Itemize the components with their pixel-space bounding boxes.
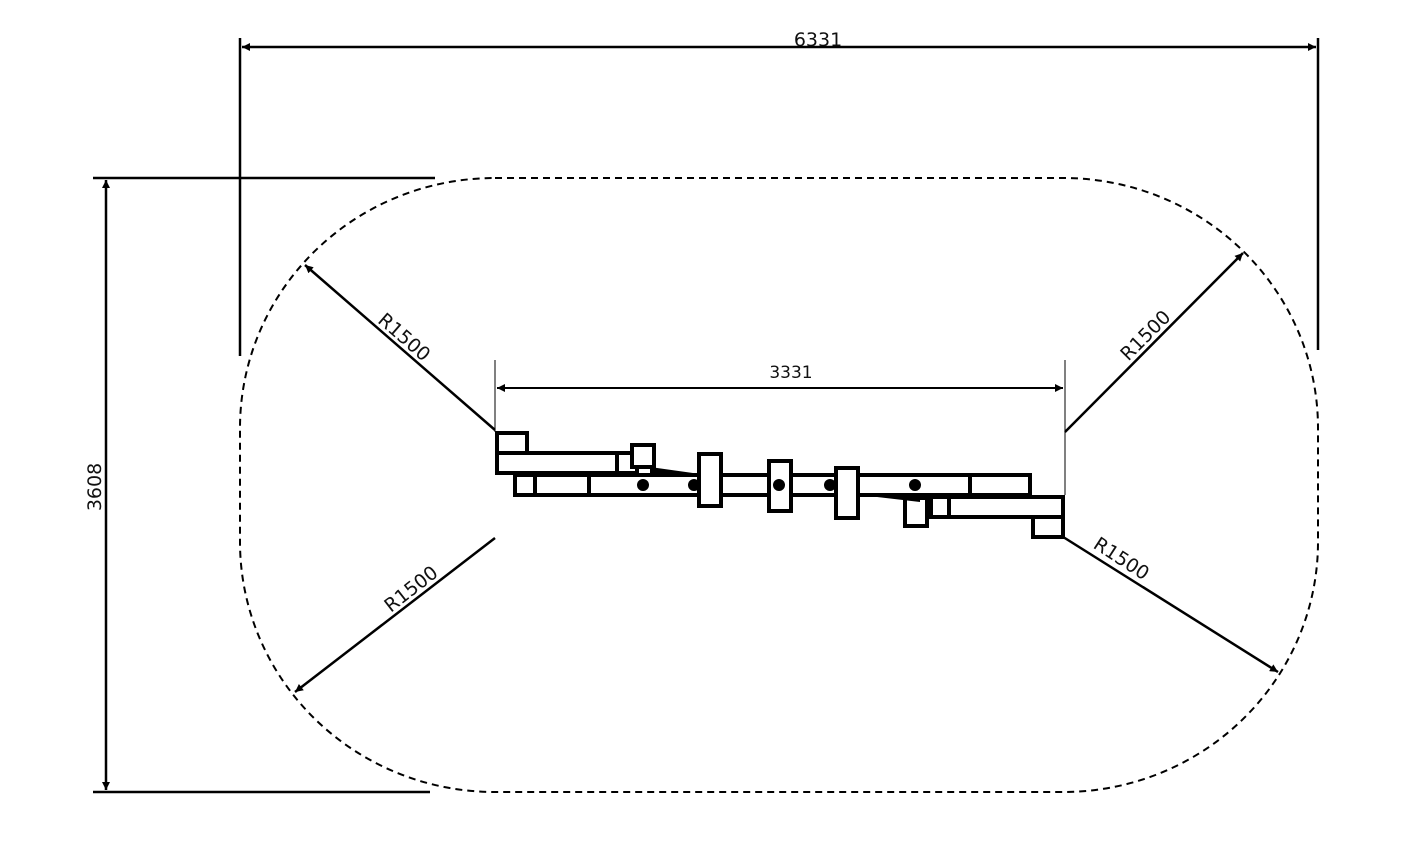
equipment-top-view	[495, 431, 1065, 539]
overall-height-dimension: 3608	[84, 176, 435, 794]
radius-bottom-left: R1500	[294, 537, 496, 693]
safety-zone-outline	[239, 177, 1319, 793]
radius-bottom-right: R1500	[1059, 533, 1279, 674]
overall-height-label: 3608	[84, 463, 106, 511]
overall-width-dimension: 6331	[238, 0, 1320, 356]
svg-text:R1500: R1500	[373, 309, 434, 366]
svg-text:R1500: R1500	[1116, 306, 1175, 365]
svg-text:R1500: R1500	[380, 562, 442, 617]
equipment-length-dimension: 3331	[494, 360, 1066, 495]
radius-top-left: R1500	[304, 264, 496, 431]
equipment-length-label: 3331	[769, 363, 812, 383]
radius-top-right: R1500	[1064, 252, 1244, 433]
